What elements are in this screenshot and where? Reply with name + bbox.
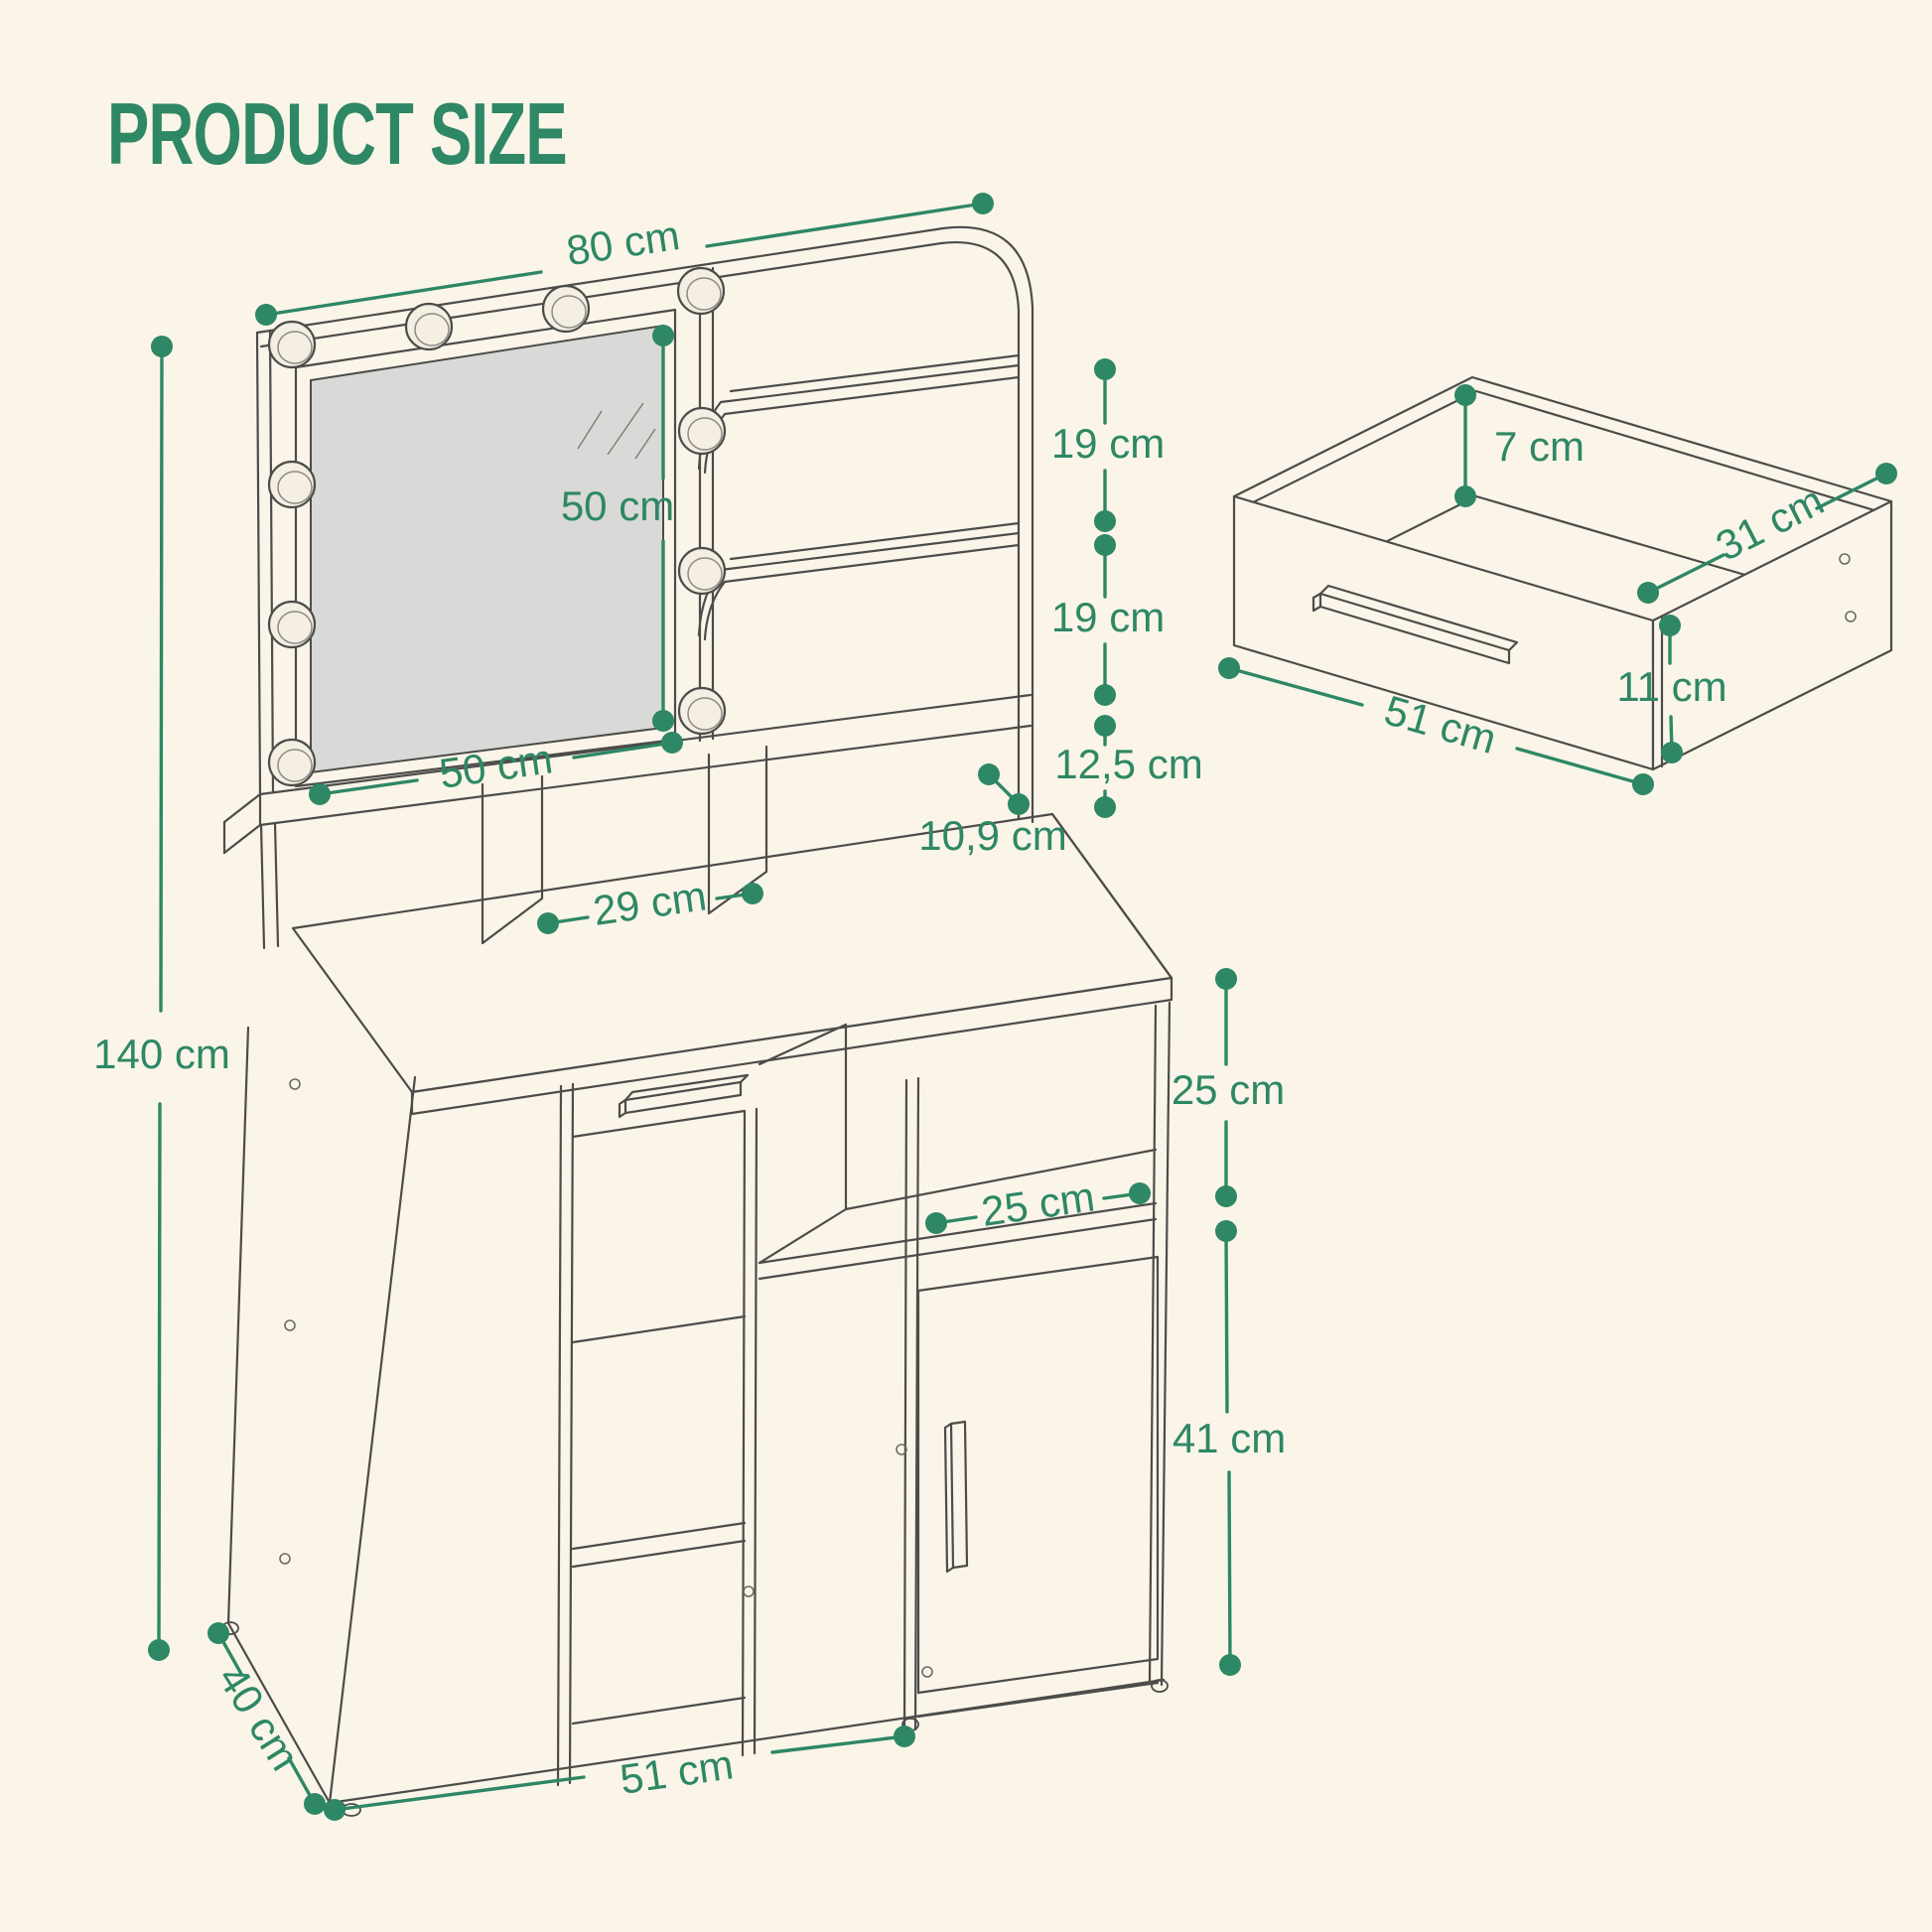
door-left-stile — [902, 1076, 920, 1733]
mirror-shine-marks — [577, 402, 656, 460]
dim-label-shelf-gap-bottom: 19 cm — [1051, 594, 1165, 640]
bulb-icon — [677, 686, 727, 736]
dim-bottom-width: 51 cm — [324, 1725, 915, 1821]
mirror-glass — [310, 324, 664, 774]
dim-label-total-width: 80 cm — [563, 211, 682, 274]
drawer-front — [571, 1109, 747, 1344]
side-panel-front-edge — [328, 1075, 417, 1805]
right-front-edge — [1148, 1001, 1172, 1687]
hutch-outline — [255, 225, 1035, 824]
bulb-icon — [267, 738, 317, 787]
bulb-icon — [267, 320, 317, 369]
bulb-icon — [677, 406, 727, 456]
screw-hole — [1839, 553, 1851, 565]
hutch-left-edge — [255, 329, 275, 796]
body-bottom-edge — [328, 1678, 1166, 1805]
desk-body — [221, 812, 1173, 1817]
drawer-handle — [618, 1073, 750, 1119]
knee-back-floor — [571, 1696, 747, 1725]
dim-label-shelf-gap-top: 19 cm — [1051, 420, 1165, 467]
dim-label-bottom-width: 51 cm — [618, 1740, 737, 1802]
dim-label-total-height: 140 cm — [93, 1031, 230, 1077]
bulb-icon — [677, 546, 727, 596]
drawer-back-top — [1232, 375, 1893, 503]
dim-label-niche-height: 25 cm — [1172, 1066, 1285, 1113]
dim-label-side-depth: 40 cm — [209, 1657, 309, 1778]
dim-mirror-height: 50 cm — [561, 325, 674, 732]
kick-line — [916, 1681, 1160, 1719]
bulb-icon — [267, 460, 317, 509]
hutch-outline-inner — [259, 240, 1021, 820]
bulb-icon — [676, 266, 726, 316]
door-handle — [943, 1420, 969, 1574]
hutch — [222, 225, 1035, 950]
knee-right-stile — [741, 1107, 759, 1757]
dim-niche-height: 25 cm — [1172, 968, 1285, 1207]
page-title: PRODUCT SIZE — [107, 86, 567, 184]
dim-label-mirror-height: 50 cm — [561, 483, 674, 529]
dim-total-width: 80 cm — [255, 193, 994, 326]
knee-shelf — [571, 1521, 747, 1569]
niche-interior — [758, 1023, 1158, 1281]
dim-drawer-front-height: 11 cm — [1616, 615, 1727, 763]
light-bulbs — [267, 266, 727, 787]
dim-label-drawer-front-height: 11 cm — [1616, 663, 1726, 710]
cubby-divider-b — [707, 745, 768, 915]
counter-left-support — [259, 821, 280, 950]
side-panel-bottom-edge — [226, 1621, 332, 1805]
dim-shelf-gap-bottom: 19 cm — [1051, 534, 1165, 706]
drawer-right-panel — [1651, 499, 1893, 771]
dim-label-counter-depth: 10,9 cm — [918, 812, 1066, 859]
screw-holes — [279, 1078, 933, 1678]
dim-counter-depth: 10,9 cm — [918, 763, 1067, 859]
dim-drawer-width: 51 cm — [1218, 657, 1654, 795]
drawer-inset-handle — [1311, 584, 1519, 665]
drawer-back-top-inner — [1239, 389, 1886, 515]
bulb-icon — [267, 600, 317, 649]
dim-label-niche-depth: 25 cm — [979, 1173, 1098, 1234]
side-panel-back-edge — [226, 1026, 250, 1625]
drawer-inset — [1232, 375, 1893, 771]
cubby-divider-a — [481, 774, 544, 945]
bulb-icon — [404, 302, 454, 351]
dim-drawer-back-height: 7 cm — [1454, 384, 1585, 507]
dim-door-height: 41 cm — [1173, 1220, 1286, 1676]
shelf-divider — [698, 266, 715, 743]
bulb-icon — [541, 284, 591, 334]
dim-shelf-gap-top: 19 cm — [1051, 358, 1165, 532]
dim-label-door-height: 41 cm — [1173, 1415, 1286, 1461]
shelf-2 — [697, 521, 1021, 641]
cabinet-door — [902, 1076, 1160, 1733]
dim-label-counter-gap: 12,5 cm — [1054, 741, 1202, 787]
screw-hole — [1845, 611, 1857, 622]
dim-total-height: 140 cm — [93, 336, 230, 1661]
left-stile — [556, 1082, 575, 1787]
tabletop-right-edge — [1050, 812, 1173, 980]
shelf-1 — [697, 353, 1021, 475]
dim-counter-gap: 12,5 cm — [1054, 715, 1203, 818]
dim-label-drawer-back-height: 7 cm — [1494, 423, 1585, 470]
dim-side-depth: 40 cm — [207, 1622, 326, 1815]
